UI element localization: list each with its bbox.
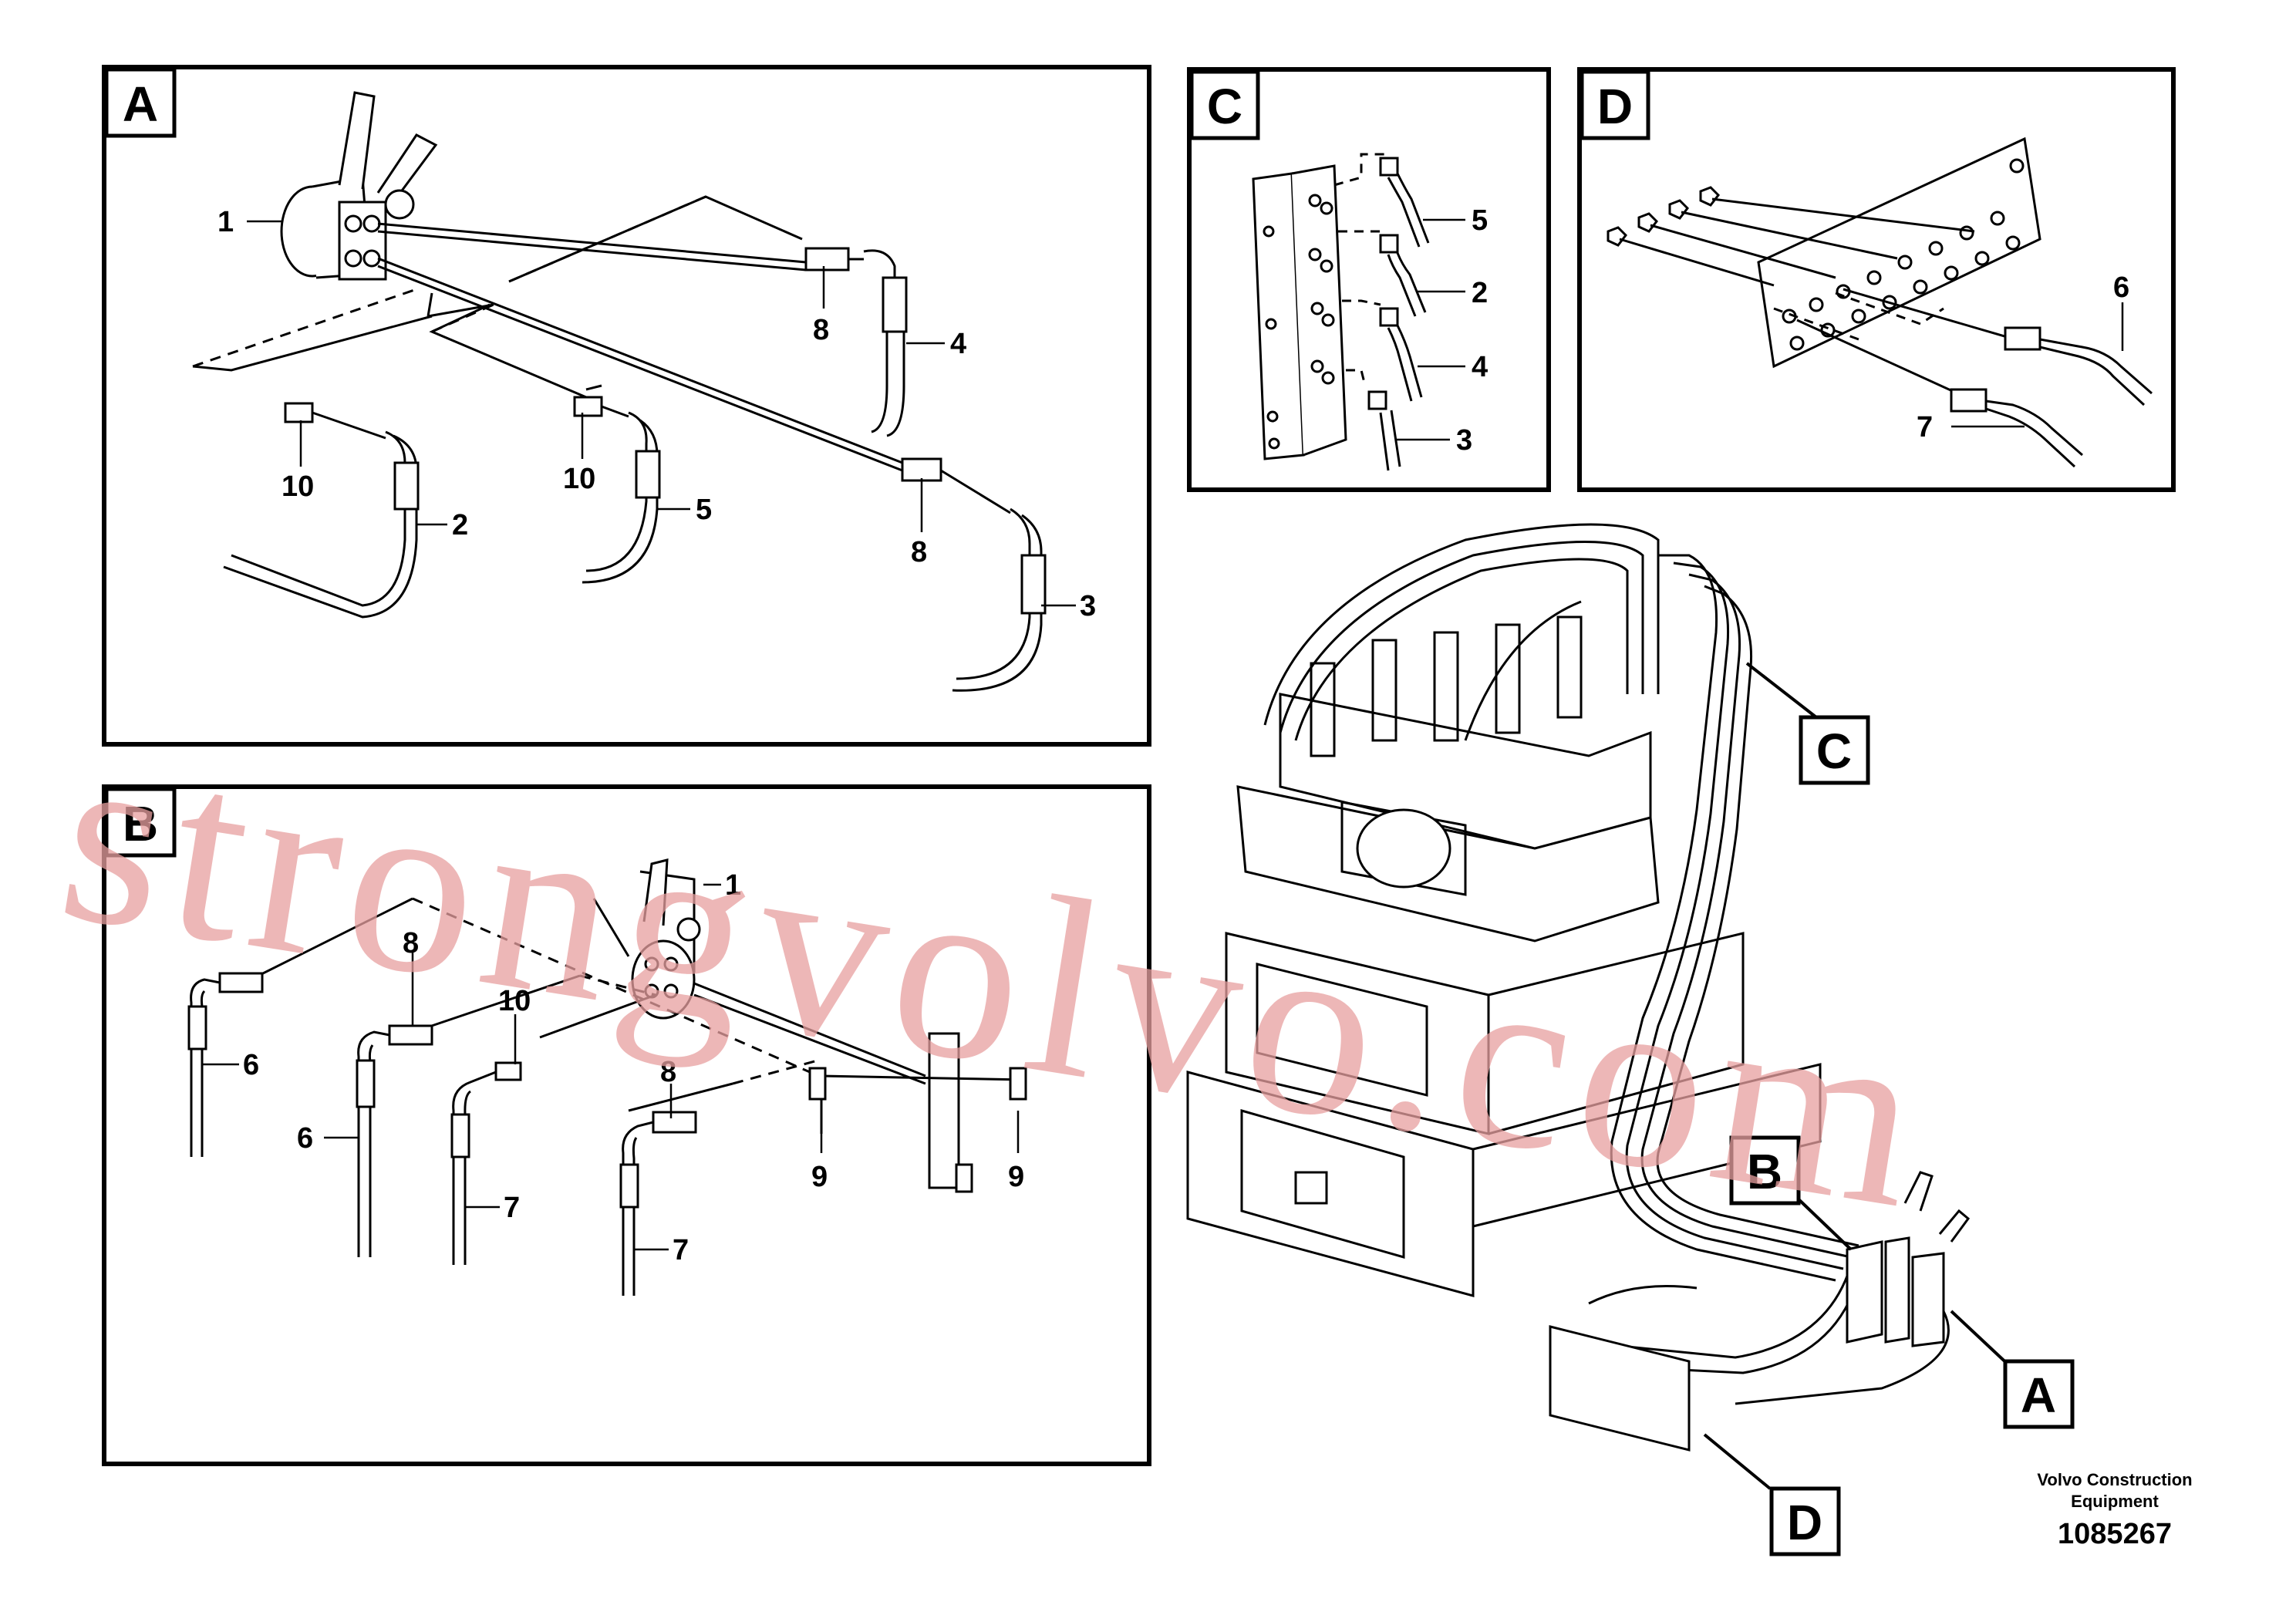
callout-a-5: 5 [696,494,712,526]
callout-c-3: 3 [1456,424,1472,457]
callout-a-3: 3 [1080,590,1096,622]
valve-block-a [280,91,438,281]
callouts-b: 1 8 10 8 6 6 7 7 9 9 [243,869,1024,1266]
callout-b-9: 9 [811,1161,828,1193]
callout-b-1: 1 [725,869,741,902]
panel-c-label-box [1189,69,1260,140]
callout-b-10: 10 [498,985,531,1017]
panel-d-frame [1577,67,2176,492]
callout-b-6b: 6 [297,1122,313,1155]
dashed-leaders-b [412,897,818,1085]
panel-d-letter: D [1597,79,1633,134]
panel-b-letter: B [123,796,158,851]
overview-ref-a: A [2021,1367,2056,1423]
leaders-d [1951,302,2124,428]
pipes-b [258,897,1027,1134]
panel-c-frame [1187,67,1551,492]
overview-ref-d-box [1769,1486,1841,1556]
overview-ref-d: D [1787,1495,1822,1550]
drawing-number: 1085267 [2058,1518,2172,1550]
panel-b [102,784,1151,1466]
callout-d-7: 7 [1917,411,1933,443]
panel-a-letter: A [123,76,158,132]
hose-assemblies-a [223,247,1047,692]
panel-c-letter: C [1207,79,1242,134]
callout-d-6: 6 [2113,271,2129,304]
panel-b-frame [102,784,1151,1466]
leaders-b [202,883,1020,1251]
panel-a-label-box [104,67,177,138]
overview-ref-a-box [2003,1359,2075,1429]
leaders-a [247,220,1076,607]
hose-assemblies-b [187,972,1027,1296]
footer-company: Volvo Construction Equipment [1988,1469,2242,1512]
fittings-d [1607,186,2153,468]
dashed-leaders-a [192,195,706,368]
pipes-a [192,195,903,472]
panel-a-frame [102,65,1151,747]
panel-c [1187,67,1551,492]
callout-b-8b: 8 [660,1056,676,1088]
callout-a-10b: 10 [563,463,595,495]
plate-d [1757,137,2041,369]
overview-ref-c-box [1799,715,1870,785]
callouts-d: 6 7 [1917,271,2129,443]
callout-a-10: 10 [282,470,314,503]
leaders-c [1396,218,1465,441]
callout-b-8: 8 [403,927,419,959]
footer-company-line2: Equipment [2071,1492,2159,1511]
overview-ref-b-box [1729,1135,1801,1206]
overview-ref-c: C [1816,723,1852,779]
overview-valve-cluster [1846,1240,1883,1344]
watermark-text: strongvolvo.com [46,691,1946,1263]
dashed-leaders-c [1333,153,1388,386]
panel-a [102,65,1151,747]
panel-d [1577,67,2176,492]
panel-b-label-box [104,787,177,858]
overview-ref-b: B [1747,1144,1782,1199]
callout-b-6: 6 [243,1049,259,1081]
callout-b-9b: 9 [1008,1161,1024,1193]
callout-c-2: 2 [1472,277,1488,309]
callout-a-8b: 8 [911,536,927,568]
callout-a-1: 1 [217,206,234,238]
callout-c-5: 5 [1472,204,1488,237]
callout-a-4: 4 [950,328,966,360]
callouts-c: 5 2 4 3 [1456,204,1488,457]
callout-b-7b: 7 [673,1234,689,1266]
panel-d-label-box [1580,69,1650,140]
overview-plate-d [1549,1325,1691,1452]
manifold-c [1252,164,1347,460]
callouts-a: 1 8 4 10 2 10 5 8 3 [217,206,1096,622]
base-frame-front [1186,1071,1475,1297]
footer-company-line1: Volvo Construction [2037,1470,2193,1489]
callout-a-8: 8 [813,314,829,346]
hose-ends-c [1367,157,1430,471]
overview-assembly [1186,523,2075,1556]
callout-c-4: 4 [1472,351,1488,383]
callout-b-7: 7 [504,1192,520,1224]
callout-a-2: 2 [452,509,468,541]
